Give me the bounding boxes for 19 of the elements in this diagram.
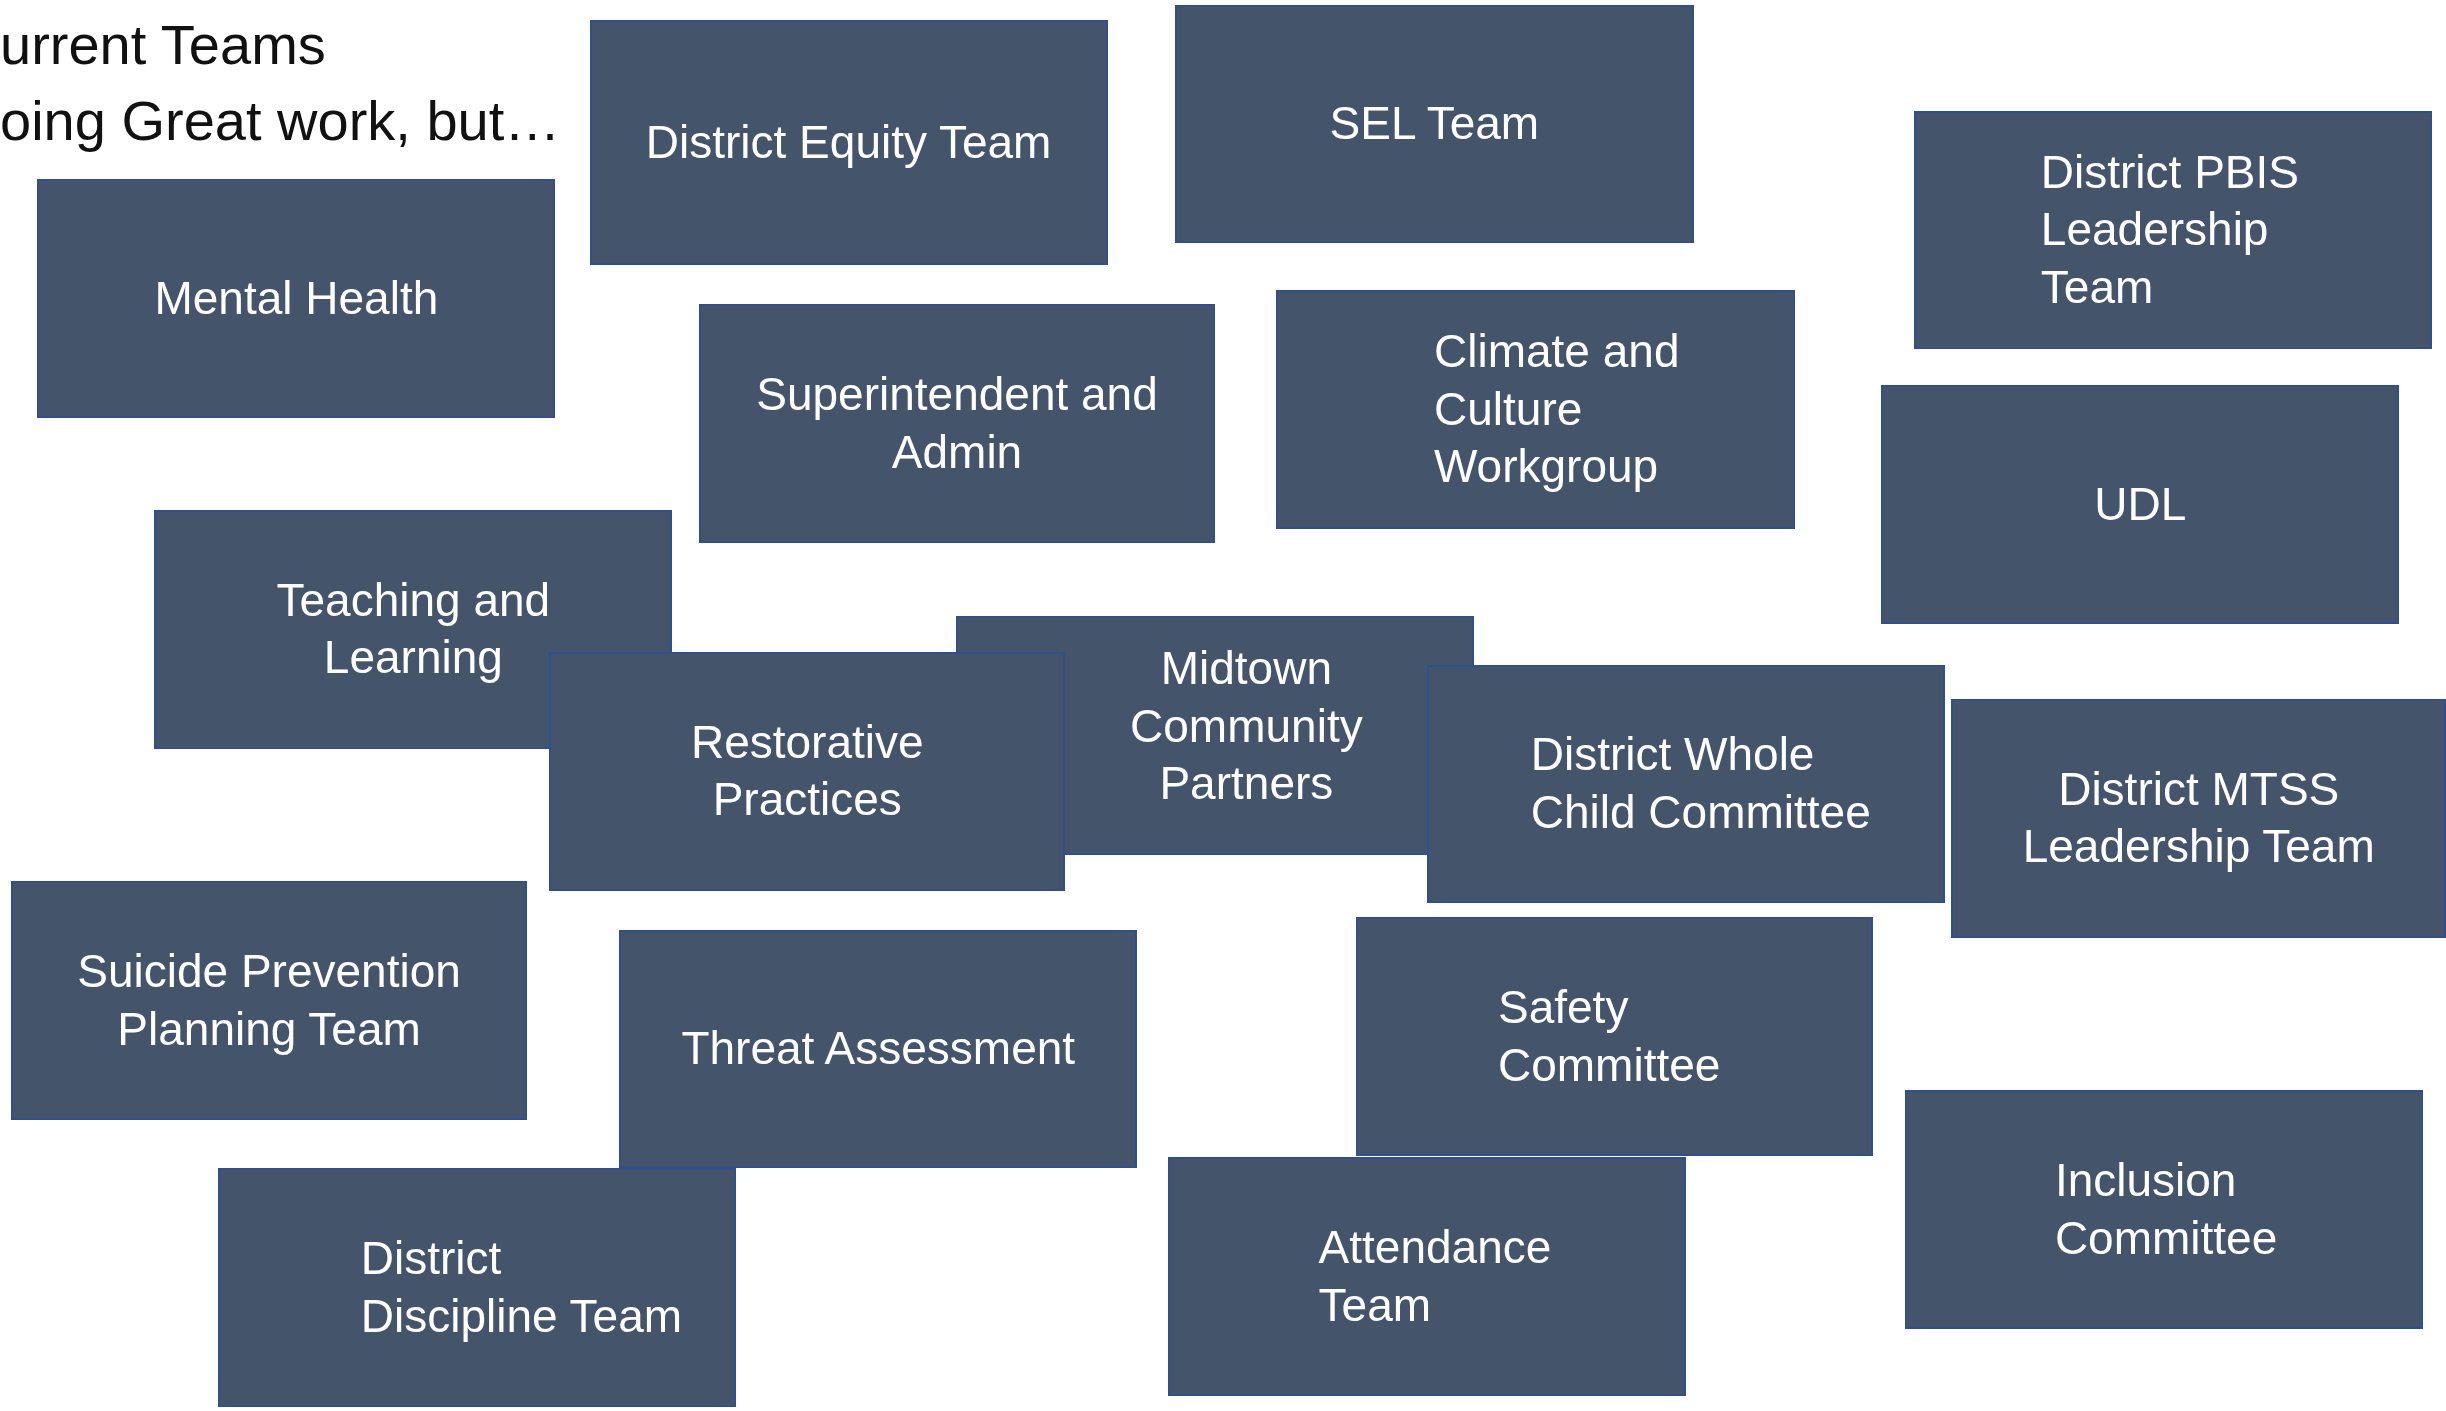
team-box: UDL — [1881, 385, 2400, 624]
team-box: Mental Health — [37, 179, 556, 419]
team-box: Climate and Culture Workgroup — [1276, 290, 1796, 529]
team-box: Restorative Practices — [549, 652, 1066, 891]
team-box: Suicide Prevention Planning Team — [10, 881, 528, 1121]
team-box: District Equity Team — [589, 20, 1108, 266]
team-box: Teaching and Learning — [154, 510, 673, 749]
team-box: SEL Team — [1174, 4, 1695, 244]
team-box: Threat Assessment — [619, 929, 1138, 1169]
team-box: District PBIS Leadership Team — [1914, 110, 2432, 350]
team-box: District MTSS Leadership Team — [1951, 698, 2446, 938]
team-box: Superintendent and Admin — [698, 304, 1216, 543]
heading-text: urrent Teams — [0, 12, 326, 77]
team-box: District Discipline Team — [218, 1168, 737, 1408]
team-box: District Whole Child Committee — [1427, 664, 1946, 904]
team-box: Safety Committee — [1355, 917, 1874, 1156]
heading-text: oing Great work, but… — [0, 88, 561, 153]
team-box: Attendance Team — [1168, 1157, 1687, 1397]
team-box: Inclusion Committee — [1904, 1090, 2423, 1330]
